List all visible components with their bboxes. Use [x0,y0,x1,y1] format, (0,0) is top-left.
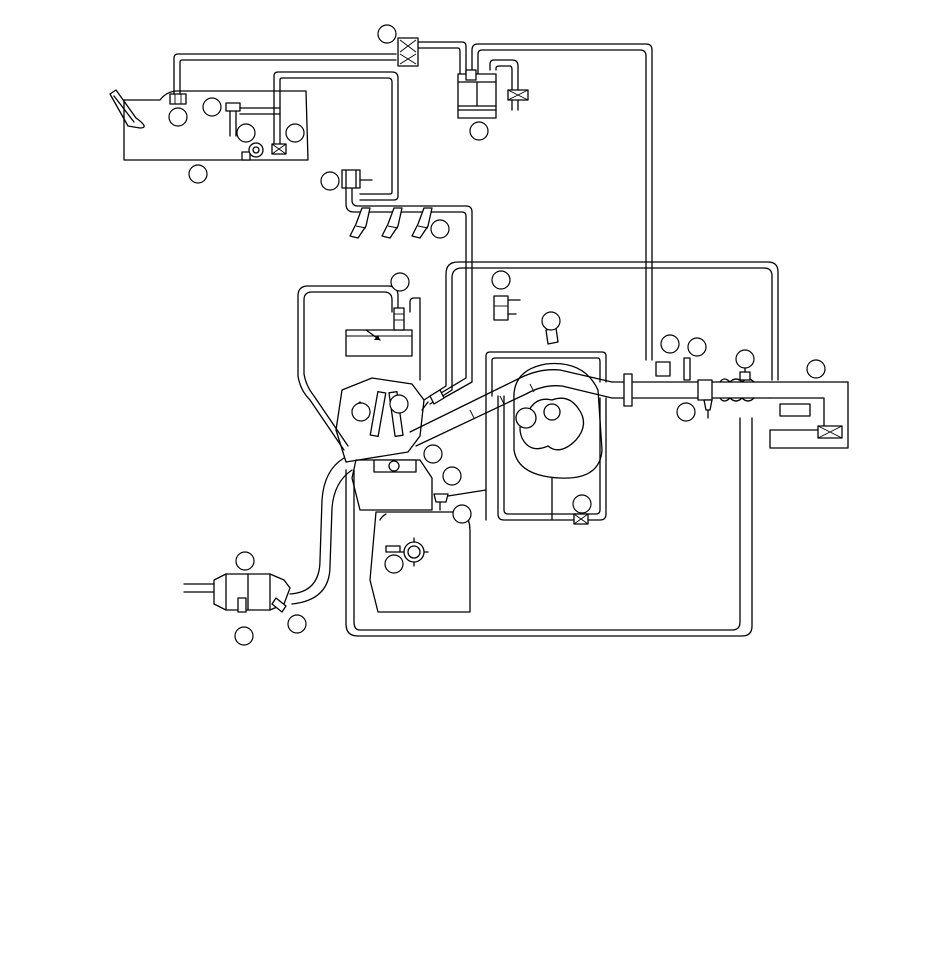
callout-circle [430,219,450,239]
vapor-lines [173,41,779,451]
callout-circle [687,337,707,357]
map-sensor [493,295,521,321]
vacuum-switch-valve [573,513,589,525]
callout-circle [390,272,410,292]
callout-circle [287,614,307,634]
purge-control-valve [397,37,419,67]
fuel-injector-3 [411,207,433,239]
callout-circle [389,394,409,414]
callout-circle [234,626,254,646]
air-cleaner [769,381,849,449]
callout-circle [384,554,404,574]
intake-duct [611,373,849,407]
air-duct [345,329,413,357]
catalytic-converter [213,573,291,613]
pcv-line [345,417,753,637]
coolant-temp-sensor [433,493,449,511]
callout-circle [285,123,305,143]
callout-markers [168,24,826,646]
callout-circle [735,349,755,369]
callout-circle [452,504,472,524]
vacuum-lines [447,351,607,521]
callout-circle [320,171,340,191]
callout-circle [806,359,826,379]
callout-circle [469,121,489,141]
fuel-injector-1 [349,207,371,239]
callout-circle [676,402,696,422]
intake-plenum [513,362,603,521]
callout-circle [168,107,188,127]
fuel-pressure-regulator [341,169,373,189]
evap-canister [457,69,529,119]
callout-circle [236,123,256,143]
callout-circle [541,311,561,331]
throttle-position-sensor [655,357,691,381]
callout-circle [377,24,397,44]
callout-circle [351,402,371,422]
callout-circle [202,97,222,117]
intake-air-temperature-sensor [703,399,713,419]
fuel-injector-2 [381,207,403,239]
callout-circle [423,444,443,464]
oxygen-sensor [421,389,445,411]
callout-circle [660,334,680,354]
callout-circle [235,551,255,571]
rollover-valve [169,93,187,105]
fuel-level-sensor [225,102,281,137]
callout-circle [188,164,208,184]
callout-circle [491,270,511,290]
intake-manifold [409,369,613,447]
callout-circle [442,466,462,486]
callout-circle [572,494,592,514]
exhaust-pipe [183,457,353,605]
fuel-pump [241,142,287,161]
fuel-tank [109,89,309,161]
egr-valve [393,307,405,331]
